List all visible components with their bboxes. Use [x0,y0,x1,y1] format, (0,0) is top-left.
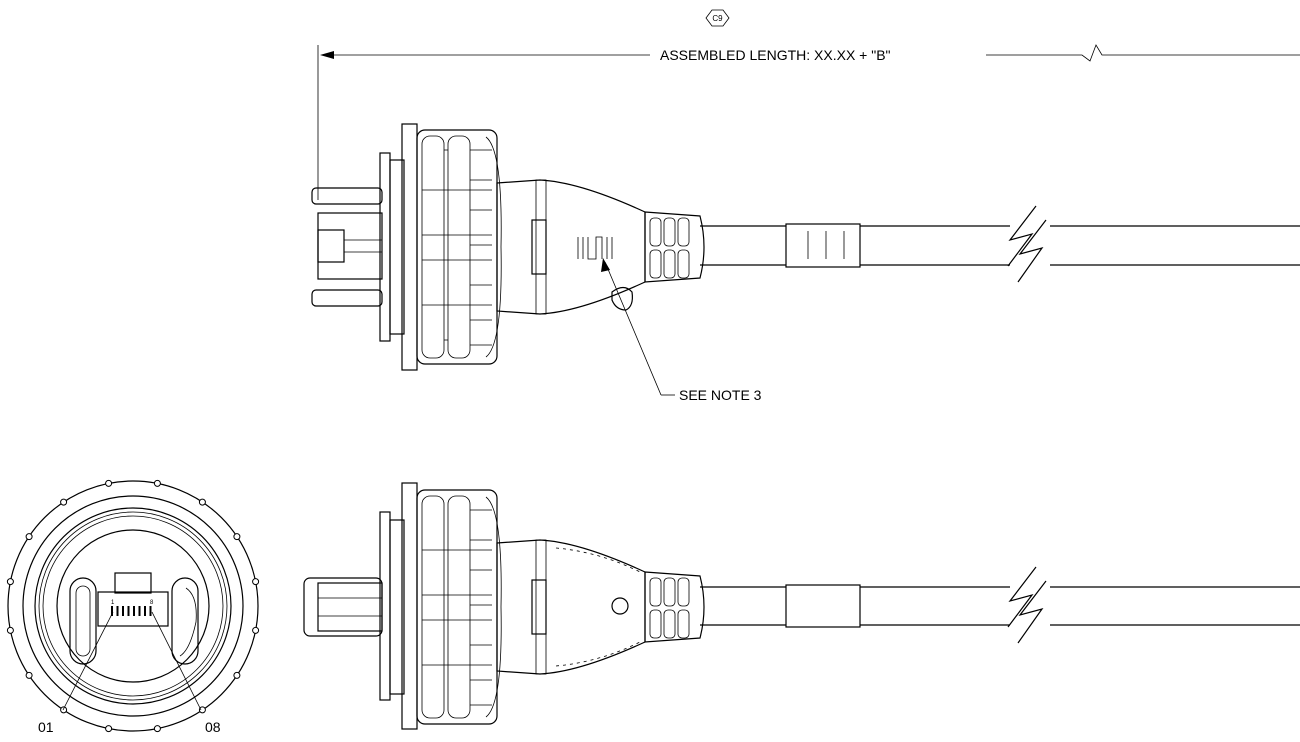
outer-bump [153,725,161,733]
note-callout-label: SEE NOTE 3 [679,387,762,403]
connector-end-view: 1 8 01 08 [6,479,260,735]
outer-bump [25,533,33,541]
connector-side-view-bottom [303,482,1300,730]
outer-bump [252,626,260,634]
outer-bump [153,479,161,487]
connector-side-view-top: SEE NOTE 3 [311,123,1300,403]
revision-tag-icon: C9 [705,9,730,27]
outer-bump [60,706,68,714]
part-marking-icon [577,236,613,260]
outer-bump [233,671,241,679]
coupling-nut-ribs [421,135,492,359]
outer-bump [105,725,113,733]
rj45-contacts [111,606,152,616]
cable-break-icon-bottom [1007,566,1050,651]
outer-bump [6,626,14,634]
outer-bump [25,671,33,679]
outer-bump [252,578,260,586]
outer-bump [60,498,68,506]
cable-break-icon [1007,205,1050,290]
outer-bump [198,706,206,714]
pin-first-label: 01 [38,719,54,735]
coupling-nut-ribs-bottom [421,495,492,719]
outer-bumps [6,479,260,733]
outer-bump [105,479,113,487]
strain-relief-grid-bottom [649,577,690,639]
strain-relief-grid [649,217,690,279]
assembled-length-label: ASSEMBLED LENGTH: XX.XX + "B" [660,47,891,63]
outer-bump [233,533,241,541]
revision-tag-text: C9 [712,14,723,23]
assembled-length-dimension: ASSEMBLED LENGTH: XX.XX + "B" [317,44,1300,200]
outer-bump [6,578,14,586]
pin-small-last: 8 [150,600,154,606]
pin-last-label: 08 [205,719,221,735]
pin-small-first: 1 [111,600,115,606]
outer-bump [198,498,206,506]
